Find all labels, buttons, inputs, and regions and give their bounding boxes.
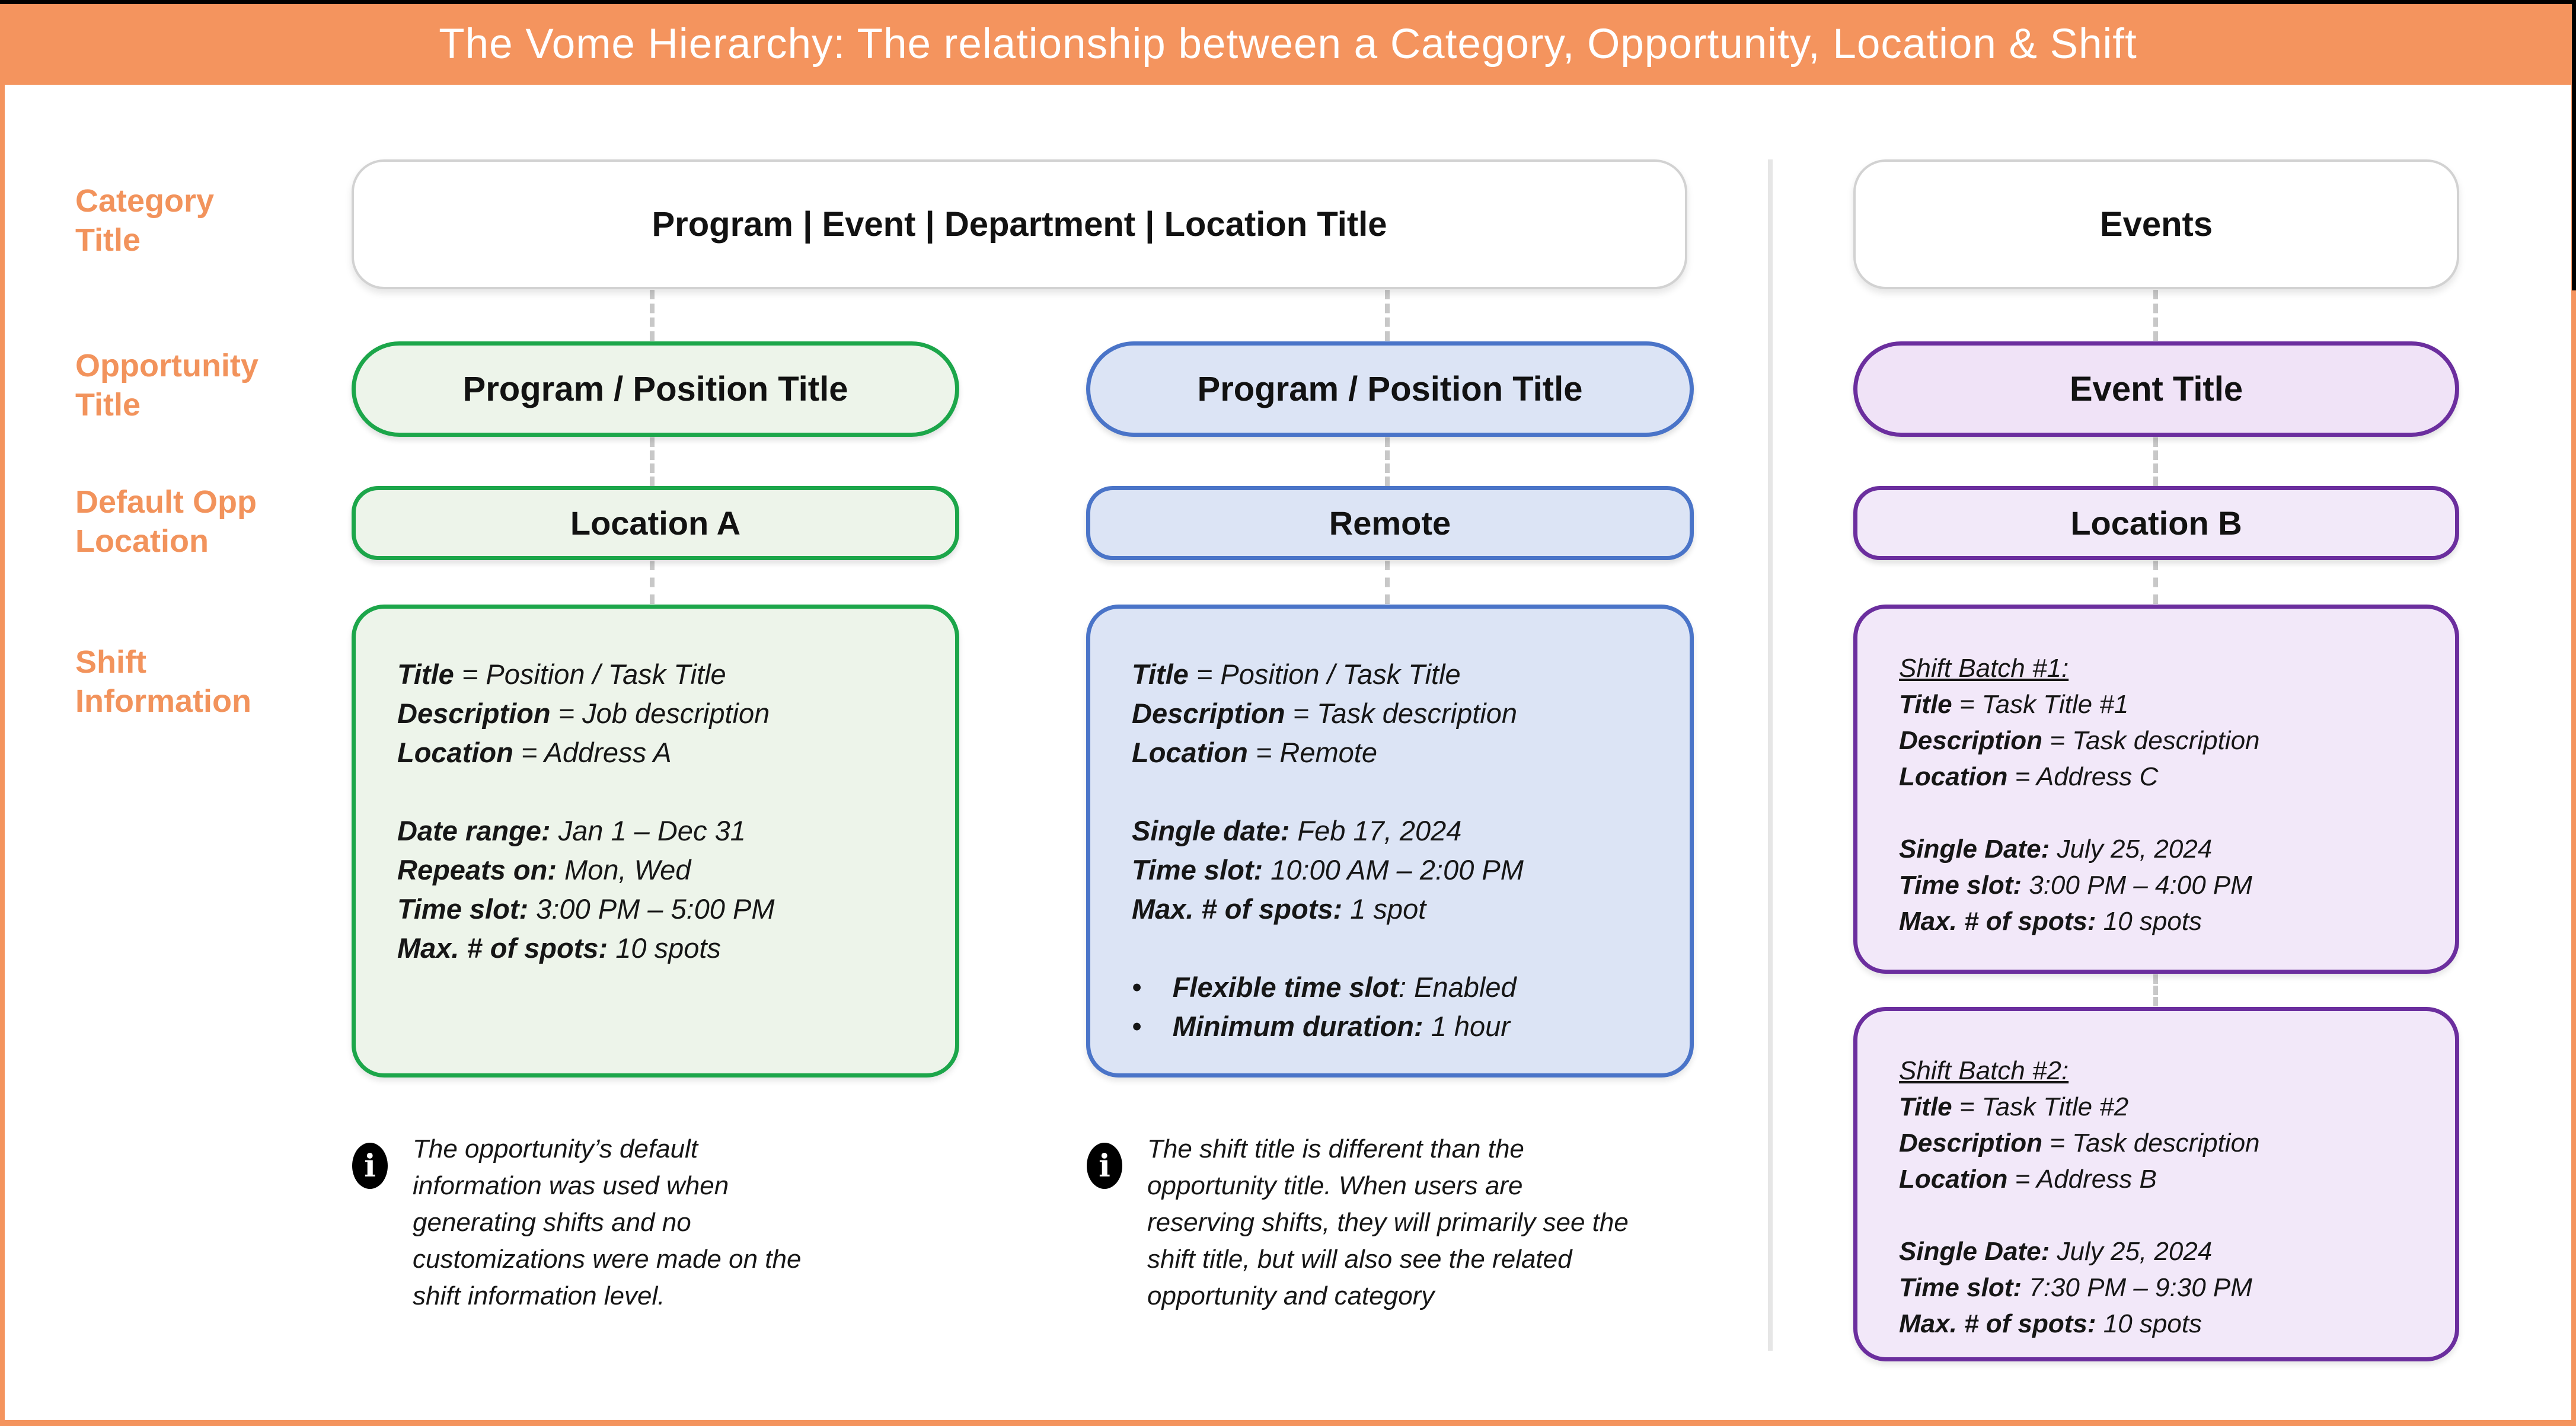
shift-line: Time slot: 3:00 PM – 5:00 PM: [397, 893, 775, 925]
shift-line: Date range: Jan 1 – Dec 31: [397, 815, 746, 846]
info-icon: i: [1087, 1143, 1122, 1189]
shift-batch-1-heading: Shift Batch #1:: [1899, 654, 2069, 683]
header-banner: The Vome Hierarchy: The relationship bet…: [0, 4, 2576, 85]
shift-line: Location = Address A: [397, 737, 672, 768]
opportunity-pill-event-title: Event Title: [1853, 341, 2459, 437]
shift-line: Title = Position / Task Title: [397, 658, 726, 690]
opportunity-pill-event-title-label: Event Title: [2069, 370, 2243, 408]
note-blue: i The shift title is different than the …: [1087, 1131, 1629, 1315]
connector-blue-opportunity-to-location: [1385, 437, 1390, 486]
category-box-events-label: Events: [2099, 205, 2213, 244]
shift-line-spacer: [1132, 772, 1648, 811]
opportunity-pill-blue-label: Program / Position Title: [1197, 370, 1583, 408]
shift-line: Max. # of spots: 10 spots: [1899, 1309, 2202, 1338]
shift-line: Repeats on: Mon, Wed: [397, 854, 691, 885]
connector-event-title-to-location: [2153, 437, 2158, 486]
shift-line: Title = Position / Task Title: [1132, 658, 1461, 690]
shift-line-spacer: [397, 772, 914, 811]
connector-green-location-to-shift: [650, 561, 655, 604]
top-border: [0, 0, 2576, 4]
connector-purple-location-to-batch1: [2153, 561, 2158, 604]
shift-batch-1-box: Shift Batch #1: Title = Task Title #1 De…: [1853, 605, 2459, 974]
opportunity-pill-green: Program / Position Title: [352, 341, 959, 437]
shift-line: Title = Task Title #1: [1899, 690, 2129, 719]
shift-line: Max. # of spots: 10 spots: [1899, 907, 2202, 936]
connector-batch1-to-batch2: [2153, 974, 2158, 1006]
shift-batch-2-heading: Shift Batch #2:: [1899, 1056, 2069, 1085]
shift-info-box-green: Title = Position / Task Title Descriptio…: [352, 605, 959, 1078]
location-box-remote: Remote: [1086, 486, 1694, 560]
left-border: [0, 85, 5, 1426]
row-label-opportunity-title: Opportunity Title: [75, 348, 258, 423]
location-box-remote-label: Remote: [1329, 504, 1451, 542]
shift-line: Description = Task description: [1899, 726, 2260, 755]
opportunity-pill-green-label: Program / Position Title: [462, 370, 848, 408]
location-box-a: Location A: [352, 486, 959, 560]
shift-line: Time slot: 7:30 PM – 9:30 PM: [1899, 1273, 2252, 1302]
shift-line-bullet: • Minimum duration: 1 hour: [1132, 1011, 1510, 1042]
bottom-border: [0, 1420, 2576, 1426]
shift-line: Single Date: July 25, 2024: [1899, 1237, 2213, 1266]
shift-line: Location = Address C: [1899, 762, 2159, 791]
shift-line: Description = Task description: [1132, 698, 1517, 729]
connector-category-to-blue-opportunity: [1385, 290, 1390, 341]
shift-line: Time slot: 3:00 PM – 4:00 PM: [1899, 871, 2252, 900]
shift-line: Description = Task description: [1899, 1128, 2260, 1158]
category-box-main-label: Program | Event | Department | Location …: [652, 205, 1387, 244]
shift-line: Location = Address B: [1899, 1165, 2157, 1194]
connector-events-to-event-title: [2153, 290, 2158, 341]
shift-line: Location = Remote: [1132, 737, 1377, 768]
connector-green-opportunity-to-location: [650, 437, 655, 486]
right-top-border: [2572, 0, 2576, 290]
row-label-default-opp-location: Default Opp Location: [75, 484, 257, 559]
right-border: [2571, 85, 2576, 1426]
info-icon: i: [352, 1143, 388, 1189]
shift-line: Title = Task Title #2: [1899, 1092, 2129, 1121]
location-box-b-label: Location B: [2070, 504, 2242, 542]
shift-line-spacer: [1899, 1197, 2415, 1233]
shift-info-box-blue: Title = Position / Task Title Descriptio…: [1086, 605, 1694, 1078]
category-box-events: Events: [1853, 159, 2459, 289]
note-blue-text: The shift title is different than the op…: [1147, 1134, 1629, 1310]
shift-line: Description = Job description: [397, 698, 770, 729]
shift-line: Max. # of spots: 1 spot: [1132, 893, 1426, 925]
connector-category-to-green-opportunity: [650, 290, 655, 341]
shift-line: Max. # of spots: 10 spots: [397, 932, 721, 964]
shift-line-spacer: [1132, 929, 1648, 968]
note-green-text: The opportunity’s default information wa…: [413, 1134, 802, 1310]
shift-line-bullet: • Flexible time slot: Enabled: [1132, 971, 1517, 1003]
row-label-shift-information: Shift Information: [75, 644, 251, 719]
shift-batch-2-box: Shift Batch #2: Title = Task Title #2 De…: [1853, 1007, 2459, 1361]
category-box-main: Program | Event | Department | Location …: [352, 159, 1687, 289]
shift-line-spacer: [1899, 795, 2415, 831]
shift-line: Time slot: 10:00 AM – 2:00 PM: [1132, 854, 1524, 885]
row-label-category-title: Category Title: [75, 183, 215, 258]
shift-line: Single Date: July 25, 2024: [1899, 835, 2213, 864]
column-divider: [1768, 159, 1773, 1351]
connector-blue-location-to-shift: [1385, 561, 1390, 604]
note-green: i The opportunity’s default information …: [352, 1131, 811, 1315]
location-box-a-label: Location A: [570, 504, 741, 542]
opportunity-pill-blue: Program / Position Title: [1086, 341, 1694, 437]
location-box-b: Location B: [1853, 486, 2459, 560]
shift-line: Single date: Feb 17, 2024: [1132, 815, 1462, 846]
page-title: The Vome Hierarchy: The relationship bet…: [439, 21, 2137, 68]
